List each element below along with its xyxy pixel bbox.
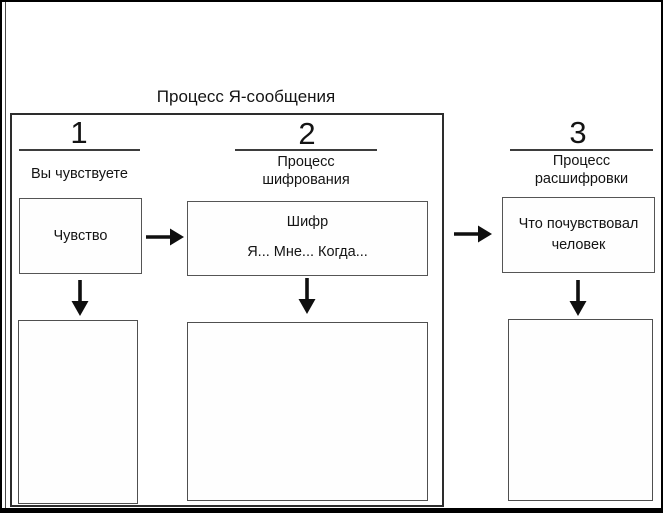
step-3-number: 3 — [569, 115, 587, 150]
arrow-down-icon — [70, 280, 90, 316]
step-2-label: Процесс шифрования — [235, 154, 377, 189]
step-3-empty-box — [508, 319, 653, 501]
step-2-label-line-1: Процесс — [277, 154, 335, 170]
arrow-right-icon — [454, 224, 492, 244]
step-3-box-text-2: человек — [551, 237, 606, 253]
arrow-down-icon — [297, 278, 317, 314]
step-2-cipher-box: Шифр Я... Мне... Когда... — [187, 201, 428, 276]
figure-title: Процесс Я-сообщения — [156, 87, 336, 106]
step-3-label: Процесс расшифровки — [510, 153, 653, 188]
step-3-box-text-1: Что почувствовал — [518, 216, 639, 232]
step-2-empty-box — [187, 322, 428, 501]
arrow-down-icon — [568, 280, 588, 316]
step-1-number: 1 — [70, 115, 88, 150]
step-1-empty-box — [18, 320, 138, 504]
step-1-box-text: Чувство — [53, 227, 108, 244]
step-3-label-line-1: Процесс — [552, 153, 611, 169]
step-2-number: 2 — [298, 116, 316, 151]
step-2-box-text-1: Шифр — [286, 214, 329, 230]
step-1-label-line: Вы чувствуете — [31, 166, 128, 182]
step-1-underline — [19, 149, 140, 151]
step-2-box-text-2: Я... Мне... Когда... — [247, 244, 368, 260]
inner-border-line — [5, 2, 6, 508]
step-2-underline — [235, 149, 377, 151]
arrow-right-icon — [146, 227, 184, 247]
step-1-feeling-box: Чувство — [19, 198, 142, 274]
step-3-label-line-2: расшифровки — [534, 170, 629, 187]
step-1-label: Вы чувствуете — [19, 166, 140, 184]
step-2-label-line-2: шифрования — [262, 171, 350, 188]
step-3-underline — [510, 149, 653, 151]
step-3-decoded-box: Что почувствовал человек — [502, 197, 655, 273]
message-process-frame — [10, 113, 444, 507]
